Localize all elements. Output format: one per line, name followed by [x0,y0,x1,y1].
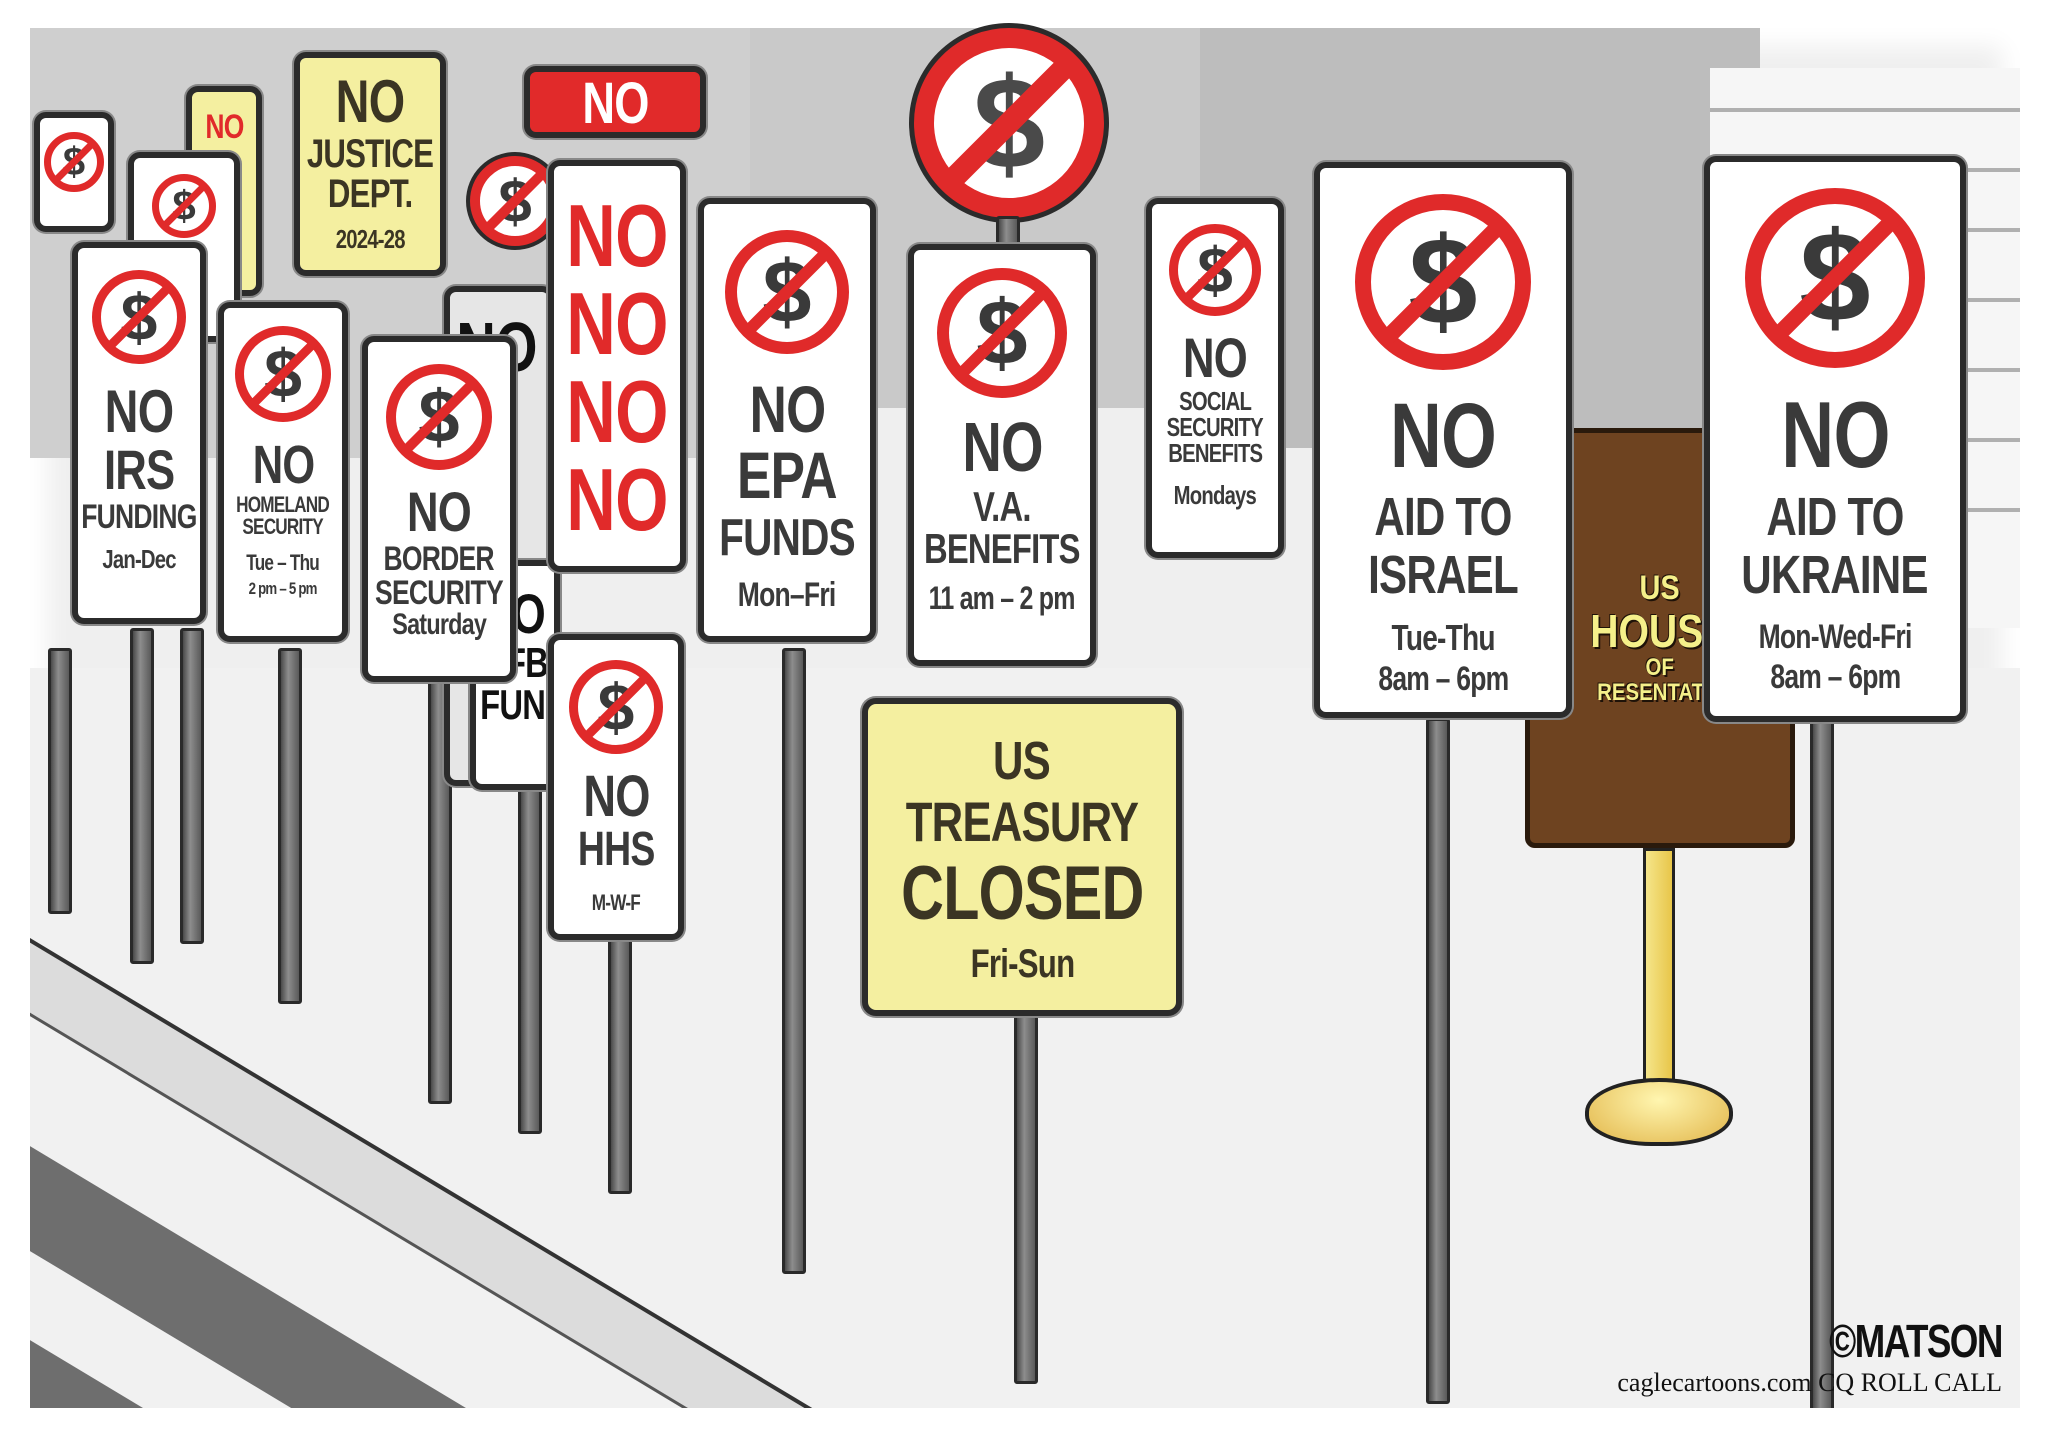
sign-pole [278,648,302,1004]
sign-no-social-security-benefits: $ NO SOCIAL SECURITY BENEFITS Mondays [1146,198,1284,558]
sign-no-hhs: $ NO HHS M-W-F [548,634,684,940]
sign-no-border-security: $ NO BORDER SECURITY Saturday [362,336,516,682]
sign-pole [782,648,806,1274]
sign-pole [1014,1008,1038,1384]
no-dollar-icon: $ [1169,224,1261,316]
sign-pole [48,648,72,914]
sign-pole [130,628,154,964]
artist-credit: ©MATSON caglecartoons.com CQ ROLL CALL [1617,1314,2003,1398]
placard-brass-stand [1643,848,1675,1104]
sign-pole [1426,718,1450,1404]
sign-no-aid-to-israel: $ NO AID TO ISRAEL Tue-Thu 8am – 6pm [1314,162,1572,718]
no-dollar-icon: $ [725,230,849,354]
no-dollar-icon: $ [92,270,186,364]
no-dollar-icon: $ [152,174,216,238]
round-no-dollar-sign-small: $ [470,156,560,246]
sign-no-aid-to-ukraine: $ NO AID TO UKRAINE Mon-Wed-Fri 8am – 6p… [1704,156,1966,722]
no-dollar-icon: $ [1745,188,1925,368]
no-dollar-icon: $ [386,364,492,470]
no-dollar-icon: $ [1355,194,1531,370]
sign-no-no-no-no: NO NO NO NO [548,160,686,572]
no-dollar-icon: $ [569,660,663,754]
sign-no-irs-funding: $ NO IRS FUNDING Jan-Dec [72,242,206,624]
sign-far-left-partial: $ [34,112,114,232]
placard-brass-base [1585,1078,1733,1146]
no-dollar-icon: $ [937,268,1067,398]
step-line [1710,108,2020,112]
no-dollar-icon: $ [44,132,104,192]
placard-line: OF [1645,653,1675,681]
artist-signature: ©MATSON [1829,1315,2003,1367]
sign-us-treasury-closed: US TREASURY CLOSED Fri-Sun [862,698,1182,1016]
sign-pole [518,788,542,1134]
publisher-credit: caglecartoons.com CQ ROLL CALL [1617,1368,2002,1397]
round-no-dollar-sign-top: $ [914,28,1104,218]
sign-pole [608,928,632,1194]
sign-no-epa-funds: $ NO EPA FUNDS Mon–Fri [698,198,876,642]
placard-line: RESENTATIV [1596,678,1724,706]
sign-no-va-benefits: $ NO V.A. BENEFITS 11 am – 2 pm [908,244,1096,666]
sign-no-justice-dept: NO JUSTICE DEPT. 2024-28 [294,52,446,276]
sign-no-homeland-security: $ NO HOMELAND SECURITY Tue – Thu 2 pm – … [218,302,348,642]
sign-no-red-header: NO [524,66,706,138]
no-dollar-icon: $ [235,326,331,422]
placard-line: US [1639,568,1681,607]
sign-pole [1810,718,1834,1408]
sign-pole [180,628,204,944]
